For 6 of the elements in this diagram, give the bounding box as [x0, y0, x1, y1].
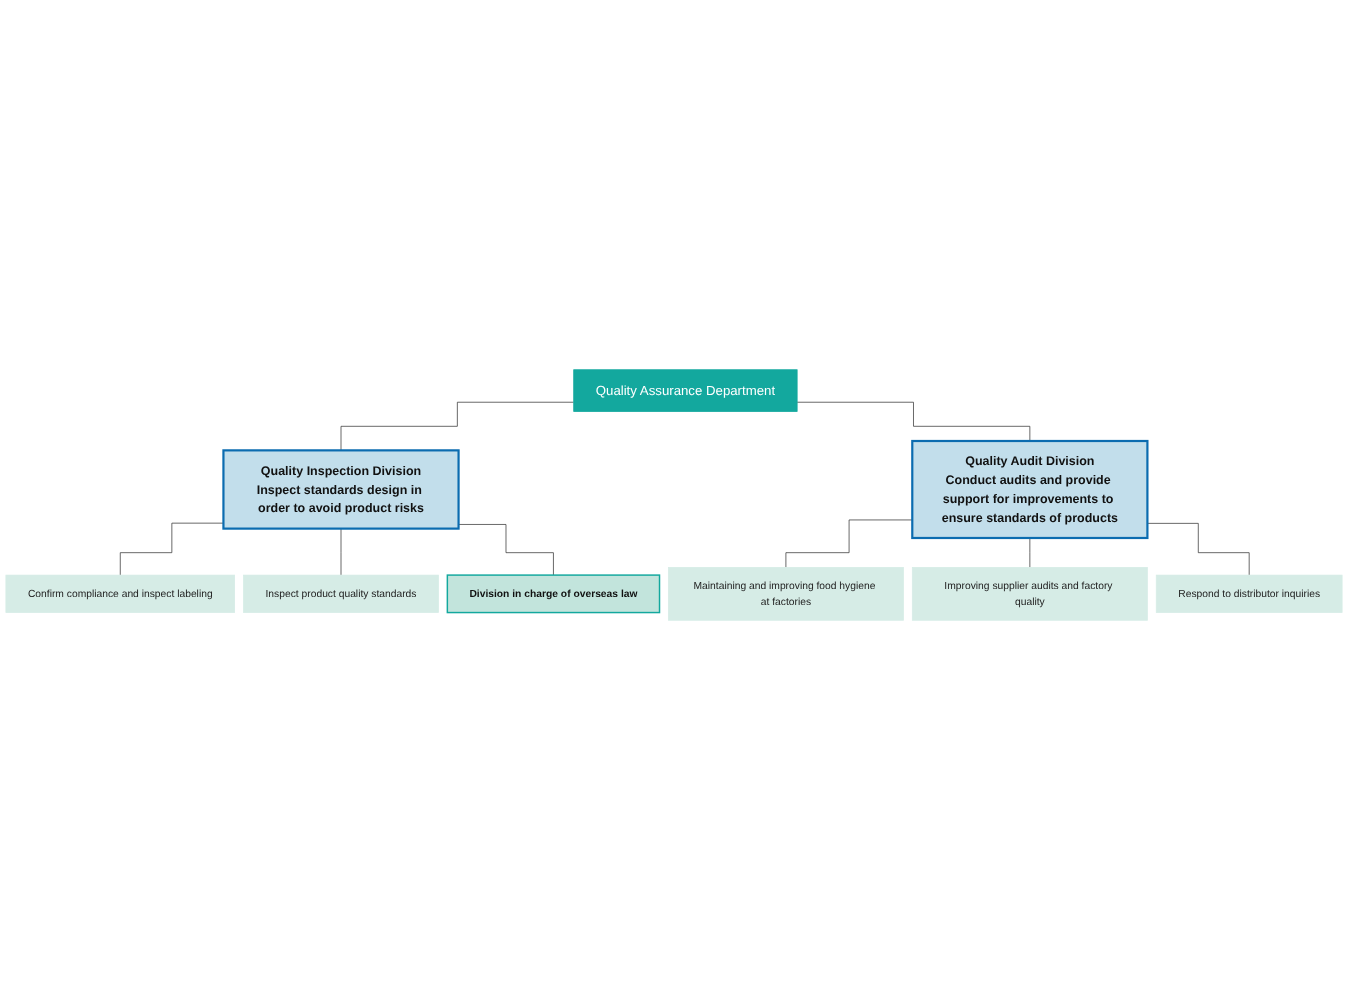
connector [1147, 523, 1250, 576]
connector [340, 401, 575, 451]
connector [458, 524, 554, 576]
connector [785, 519, 913, 568]
connector [119, 522, 224, 576]
connector [796, 401, 1031, 442]
